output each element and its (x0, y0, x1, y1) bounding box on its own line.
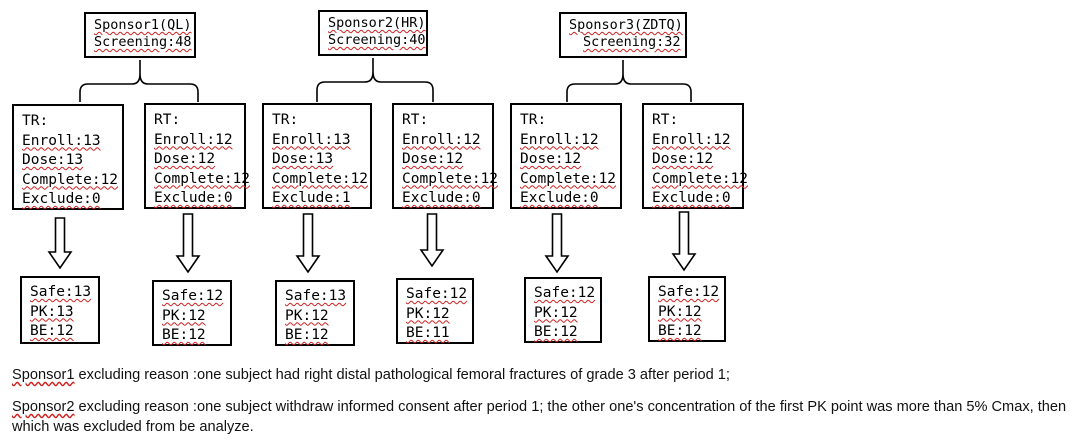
arm-box-s1-tr: TR: Enroll:13 Dose:13 Complete:12 Exclud… (12, 104, 124, 210)
result-box-s1-tr: Safe:13 PK:13 BE:12 (20, 276, 100, 344)
result-box-s3-rt: Safe:12 PK:12 BE:12 (648, 276, 726, 342)
down-arrow-icon (419, 213, 445, 268)
arm-box-s1-rt: RT: Enroll:12 Dose:12 Complete:12 Exclud… (144, 103, 250, 209)
note-sponsor2: Sponsor2 excluding reason :one subject w… (12, 399, 1067, 435)
arm-box-s3-rt: RT: Enroll:12 Dose:12 Complete:12 Exclud… (642, 103, 748, 209)
result-box-s2-rt: Safe:12 PK:12 BE:11 (396, 278, 474, 344)
down-arrow-icon (47, 217, 73, 270)
down-arrow-icon (295, 213, 321, 274)
brace-connector-1 (79, 60, 199, 102)
result-box-s2-tr: Safe:13 PK:12 BE:12 (275, 280, 355, 346)
sponsor-name: Sponsor1(QL) (94, 17, 192, 33)
down-arrow-icon (175, 213, 201, 274)
sponsor-screening: Screening:32 (583, 34, 681, 50)
arm-box-s2-rt: RT: Enroll:12 Dose:12 Complete:12 Exclud… (392, 103, 498, 209)
arm-box-s2-tr: TR: Enroll:13 Dose:13 Complete:12 Exclud… (262, 103, 372, 209)
sponsor-screening: Screening:48 (94, 34, 192, 50)
sponsor-box-1: Sponsor1(QL) Screening:48 (84, 12, 196, 58)
sponsor-name: Sponsor3(ZDTQ) (569, 17, 683, 33)
brace-connector-3 (566, 60, 692, 102)
down-arrow-icon (671, 211, 697, 272)
down-arrow-icon (544, 213, 570, 274)
note-sponsor1: Sponsor1 excluding reason :one subject h… (12, 367, 730, 383)
arm-box-s3-tr: TR: Enroll:12 Dose:12 Complete:12 Exclud… (510, 103, 622, 209)
sponsor-box-3: Sponsor3(ZDTQ) Screening:32 (559, 12, 687, 58)
brace-connector-2 (316, 58, 434, 102)
sponsor-screening: Screening:40 (328, 32, 426, 48)
result-box-s1-rt: Safe:12 PK:12 BE:12 (152, 280, 232, 346)
sponsor-box-2: Sponsor2(HR) Screening:40 (318, 10, 428, 56)
sponsor-name: Sponsor2(HR) (328, 15, 426, 31)
result-box-s3-tr: Safe:12 PK:12 BE:12 (524, 277, 602, 343)
